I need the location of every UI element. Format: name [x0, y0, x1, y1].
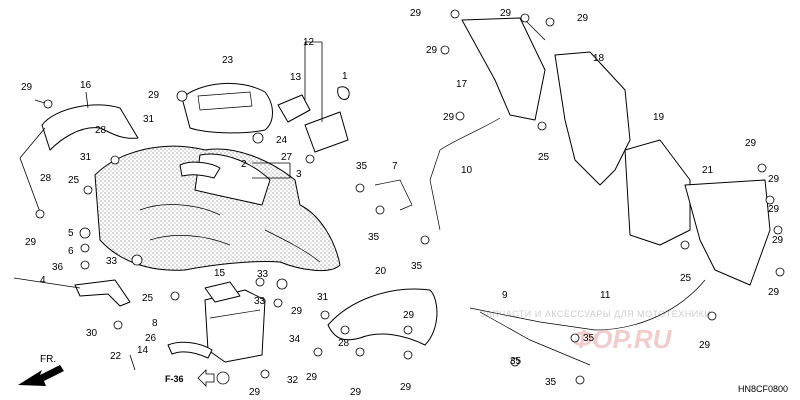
callout-29: 29	[403, 310, 415, 321]
callout-25: 25	[68, 175, 80, 186]
callout-24: 24	[276, 135, 288, 146]
callout-23: 23	[222, 55, 234, 66]
callout-22: 22	[110, 351, 122, 362]
box-12	[304, 111, 349, 153]
callout-1: 1	[342, 71, 348, 82]
callout-34: 34	[289, 334, 301, 345]
callout-17: 17	[456, 79, 468, 90]
callout-35: 35	[545, 377, 557, 388]
callout-29: 29	[400, 382, 412, 393]
callout-35: 35	[368, 232, 380, 243]
panel-17	[461, 17, 546, 121]
callout-18: 18	[593, 53, 605, 64]
callout-8: 8	[152, 318, 158, 329]
cap-1	[337, 86, 350, 101]
callout-35: 35	[583, 333, 595, 344]
lid-13	[277, 94, 311, 123]
fasteners	[35, 9, 785, 385]
callout-6: 6	[68, 246, 74, 257]
callout-15: 15	[214, 268, 226, 279]
fender-20	[327, 288, 438, 346]
callout-29: 29	[745, 138, 757, 149]
callout-28: 28	[338, 338, 350, 349]
rod-7	[374, 179, 413, 211]
callout-11: 11	[600, 290, 611, 301]
front-arrow: FR.	[18, 354, 64, 386]
leader-lines	[13, 19, 546, 371]
callout-29: 29	[306, 372, 318, 383]
callout-33: 33	[254, 296, 266, 307]
panel-18	[554, 51, 631, 186]
callout-28: 28	[40, 173, 52, 184]
callout-35: 35	[411, 261, 423, 272]
callout-5: 5	[68, 228, 74, 239]
callout-35: 35	[356, 161, 368, 172]
callout-25: 25	[142, 293, 154, 304]
diagram-code: HN8CF0800	[738, 384, 788, 394]
callout-25: 25	[680, 273, 692, 284]
callouts: 29 16 28 31 28 25 29 5 6 36 4 33 30 8 26…	[21, 8, 784, 398]
callout-31: 31	[143, 114, 155, 125]
callout-35: 35	[510, 356, 522, 367]
callout-28: 28	[95, 125, 107, 136]
callout-29: 29	[25, 237, 37, 248]
side-cover-16	[41, 104, 139, 151]
panel-21	[684, 179, 771, 286]
callout-29: 29	[768, 204, 780, 215]
rod-10	[429, 117, 501, 231]
cable-9	[469, 279, 706, 331]
cable-11	[479, 311, 591, 366]
callout-29: 29	[410, 8, 422, 19]
callout-29: 29	[768, 174, 780, 185]
callout-29: 29	[443, 112, 455, 123]
callout-19: 19	[653, 112, 665, 123]
callout-29: 29	[577, 13, 589, 24]
callout-14: 14	[137, 345, 149, 356]
front-fender	[94, 145, 341, 271]
callout-9: 9	[502, 290, 508, 301]
callout-32: 32	[287, 375, 299, 386]
callout-33: 33	[257, 269, 269, 280]
callout-31: 31	[80, 152, 92, 163]
callout-21: 21	[702, 165, 714, 176]
front-label: FR.	[40, 354, 56, 365]
callout-31: 31	[317, 292, 329, 303]
callout-29: 29	[426, 45, 438, 56]
callout-29: 29	[148, 90, 160, 101]
callout-29: 29	[291, 306, 303, 317]
callout-29: 29	[21, 82, 33, 93]
callout-29: 29	[772, 235, 784, 246]
callout-33: 33	[106, 256, 118, 267]
callout-29: 29	[249, 387, 261, 398]
callout-29: 29	[500, 8, 512, 19]
battery-box-22	[204, 281, 266, 363]
callout-25: 25	[538, 152, 550, 163]
f36-label: F-36	[165, 374, 184, 384]
callout-20: 20	[375, 266, 387, 277]
callout-36: 36	[52, 262, 64, 273]
callout-2: 2	[241, 159, 247, 170]
callout-3: 3	[296, 169, 302, 180]
callout-29: 29	[768, 287, 780, 298]
callout-29: 29	[699, 340, 711, 351]
panel-19	[624, 139, 691, 246]
watermark-text: ЗАПЧАСТИ И АКСЕССУАРЫ ДЛЯ МОТОТЕХНИКИ	[480, 309, 711, 319]
bracket-4	[74, 279, 131, 307]
f36-reference[interactable]: F-36	[165, 369, 215, 387]
callout-10: 10	[461, 165, 473, 176]
callout-7: 7	[392, 161, 398, 172]
callout-27: 27	[281, 152, 293, 163]
callout-29: 29	[350, 387, 362, 398]
callout-26: 26	[145, 333, 157, 344]
front-cowl-23	[181, 82, 273, 134]
callout-12: 12	[303, 37, 315, 48]
hose-14	[167, 341, 213, 359]
callout-13: 13	[290, 72, 302, 83]
callout-16: 16	[80, 80, 92, 91]
callout-30: 30	[86, 328, 98, 339]
callout-4: 4	[40, 275, 46, 286]
